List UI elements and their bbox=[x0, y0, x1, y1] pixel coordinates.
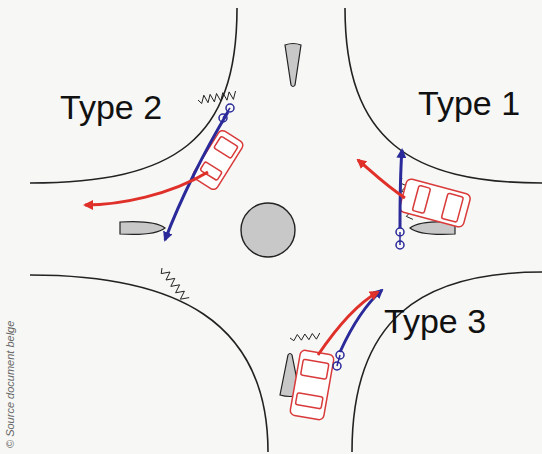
type-label: Type 1 bbox=[418, 84, 520, 123]
cars bbox=[191, 129, 471, 421]
road-edges bbox=[30, 8, 542, 452]
type-label: Type 3 bbox=[384, 302, 486, 341]
type-label: Type 2 bbox=[60, 88, 162, 127]
trajectories bbox=[85, 112, 405, 355]
hatching bbox=[161, 91, 413, 341]
watermark: © Source document belge bbox=[4, 321, 16, 448]
splitter-islands bbox=[120, 44, 455, 397]
central-island bbox=[241, 203, 295, 257]
cyclists bbox=[219, 104, 404, 370]
